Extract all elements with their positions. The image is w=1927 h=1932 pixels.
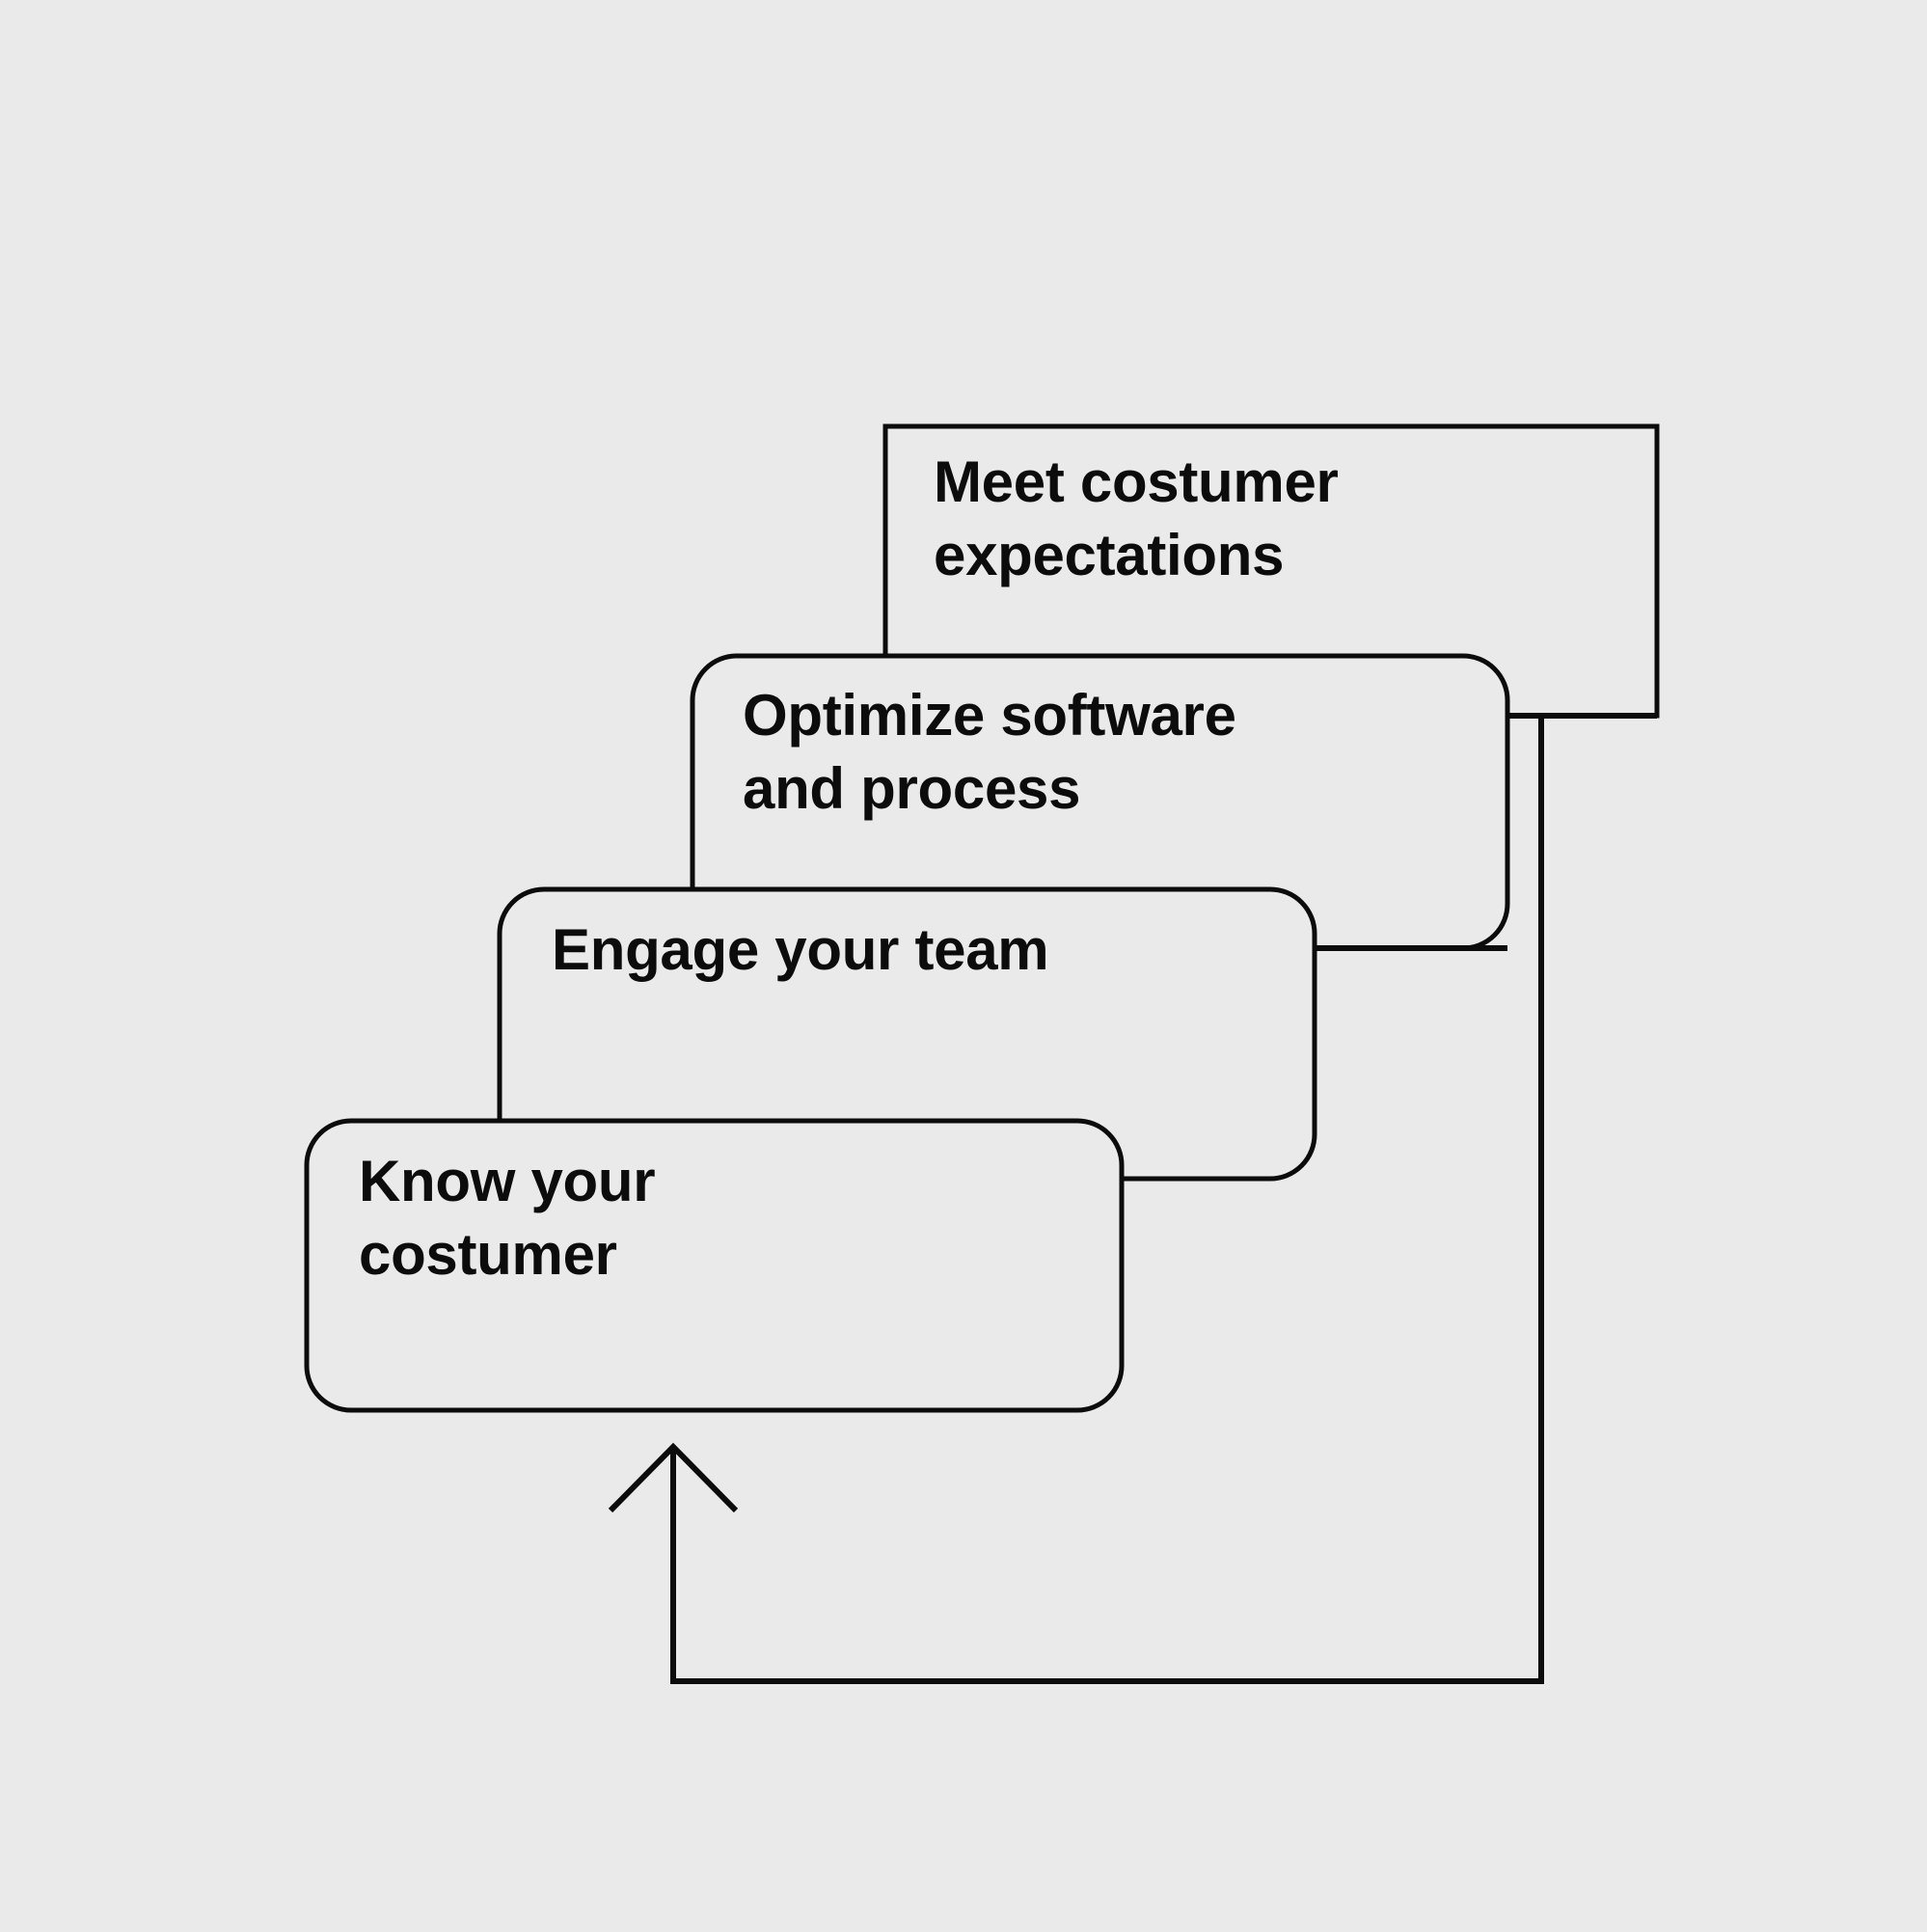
overlap-touchups bbox=[1315, 713, 1657, 951]
step-label-3: Optimize software and process bbox=[743, 683, 1252, 821]
step-box-shape-1 bbox=[304, 1118, 1125, 1413]
feedback-arrow-head-icon bbox=[608, 1442, 739, 1513]
step-label-1-line-1: Know your bbox=[359, 1149, 655, 1213]
step-label-3-line-1: Optimize software bbox=[743, 683, 1236, 748]
step-label-1: Know your costumer bbox=[359, 1149, 671, 1287]
feedback-loop-path bbox=[670, 717, 1544, 1684]
step-label-3-line-2: and process bbox=[743, 756, 1080, 821]
step-label-4: Meet costumer expectations bbox=[934, 449, 1354, 587]
step-box-engage-your-team[interactable]: Engage your team bbox=[497, 886, 1317, 1182]
step-label-1-line-2: costumer bbox=[359, 1222, 617, 1287]
step-label-4-line-1: Meet costumer bbox=[934, 449, 1339, 514]
step-label-4-line-2: expectations bbox=[934, 523, 1284, 587]
step-label-2: Engage your team bbox=[552, 917, 1048, 982]
step-box-optimize-software-and-process[interactable]: Optimize software and process bbox=[690, 653, 1510, 951]
step-label-2-line-1: Engage your team bbox=[552, 917, 1048, 982]
feedback-loop-connector bbox=[608, 717, 1544, 1684]
step-box-know-your-costumer[interactable]: Know your costumer bbox=[304, 1118, 1125, 1413]
